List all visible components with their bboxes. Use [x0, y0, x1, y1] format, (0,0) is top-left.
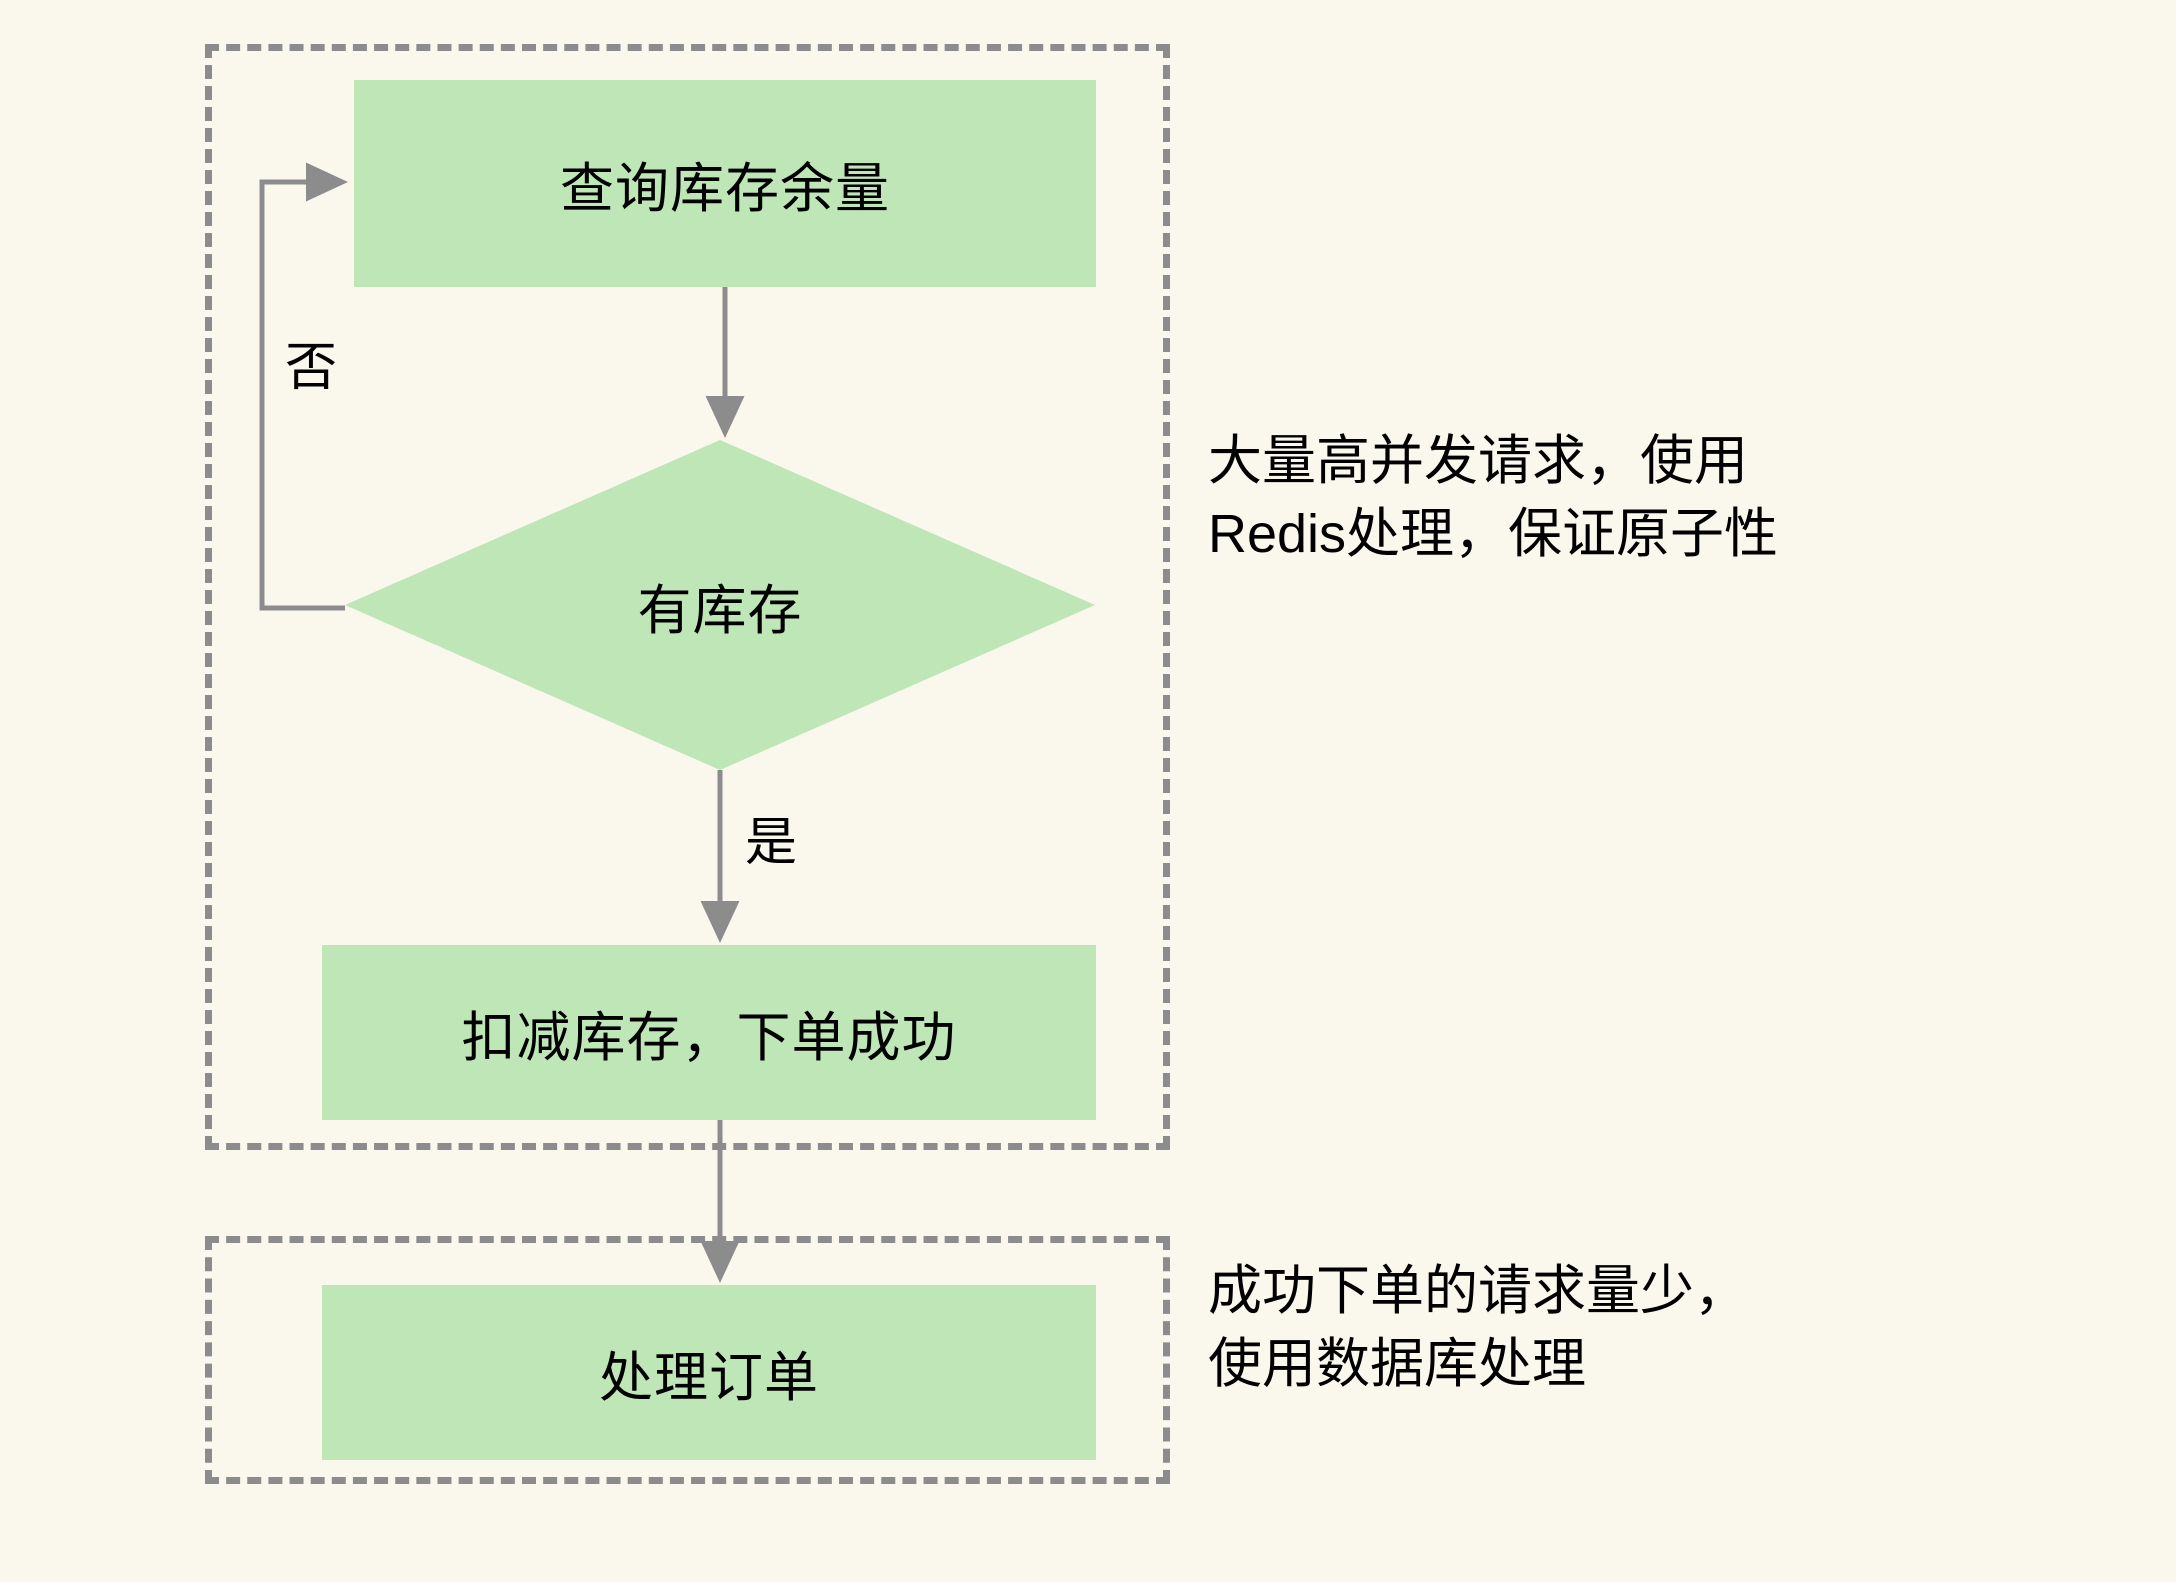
node-query-stock[interactable]: 查询库存余量	[354, 80, 1096, 287]
decision-label: 有库存	[637, 580, 803, 641]
edge-label-no: 否	[285, 339, 338, 397]
edge-label-yes: 是	[745, 814, 798, 872]
node-has-stock-decision[interactable]: 有库存	[345, 440, 1095, 770]
annotation-database-scope: 成功下单的请求量少， 使用数据库处理	[1208, 1261, 1748, 1394]
group-database-scope	[205, 1236, 1170, 1484]
node-process-order[interactable]: 处理订单	[322, 1285, 1096, 1460]
annotation-redis-scope: 大量高并发请求，使用 Redis处理，保证原子性	[1208, 431, 1779, 564]
group-redis-scope	[205, 44, 1170, 1150]
node-deduct-stock[interactable]: 扣减库存，下单成功	[322, 945, 1096, 1120]
